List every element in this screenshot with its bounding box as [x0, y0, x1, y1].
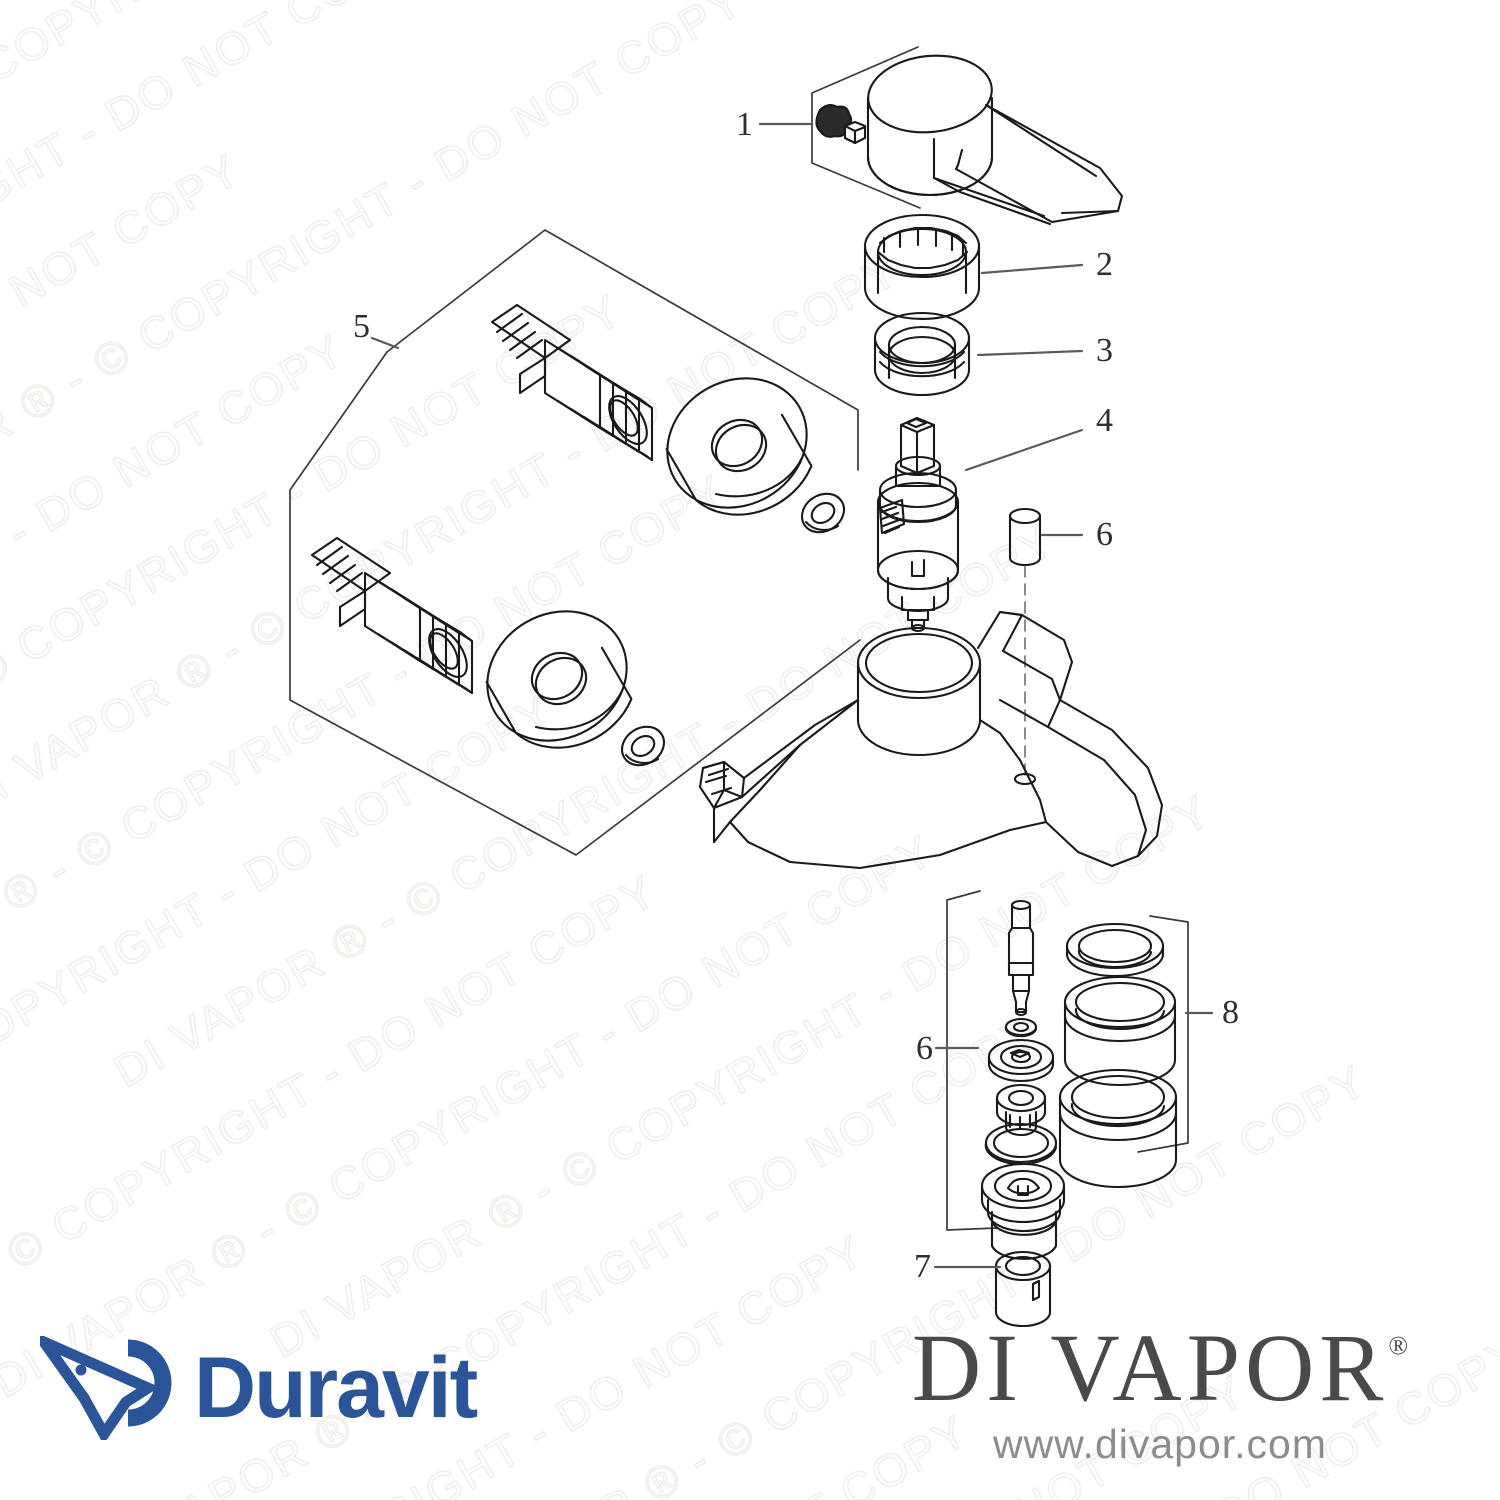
- part-6-upper-bush: [1008, 507, 1042, 567]
- leader-lines: [370, 122, 1214, 1269]
- part-5-inlet-connector-lower: [310, 536, 474, 695]
- part-5-bracket: [289, 229, 861, 856]
- callout-7-sleeve: 7: [914, 1248, 931, 1285]
- part-2-handle-collar: [863, 213, 981, 321]
- leader-2: [980, 263, 1084, 275]
- part-6-diverter-bracket: [946, 890, 998, 1231]
- registered-mark-icon: ®: [1388, 1331, 1409, 1360]
- part-7-sleeve: [994, 1250, 1052, 1328]
- leader-5: [370, 336, 400, 350]
- callout-2-handle-collar: 2: [1096, 246, 1113, 283]
- part-5-escutcheon-upper: [665, 377, 813, 516]
- duravit-bird-icon: [40, 1336, 172, 1440]
- part-8-bracket: [1137, 915, 1189, 1153]
- part-6-small-washer: [1004, 1017, 1038, 1038]
- callout-5-inlet-connectors-and-escutcheons: 5: [353, 308, 370, 345]
- faucet-body: [698, 610, 1164, 870]
- callout-1-grub-screw-and-plug: 1: [736, 106, 753, 143]
- divapor-wordmark-text: DI VAPOR: [911, 1314, 1389, 1421]
- part-6-o-ring-large: [984, 1122, 1058, 1166]
- callout-3-cover-ring: 3: [1096, 332, 1113, 369]
- callout-6-upper-o-ring: 6: [1096, 516, 1113, 553]
- leader-4: [964, 428, 1084, 472]
- part-8-bush-upper: [1063, 975, 1177, 1087]
- part-6-locating-hole: [1013, 772, 1037, 786]
- part-4-cartridge: [876, 416, 960, 633]
- part-5-escutcheon-lower: [485, 610, 633, 749]
- footer-logos: Duravit DI VAPOR® www.divapor.com: [0, 1310, 1500, 1500]
- callout-4-cartridge: 4: [1096, 402, 1113, 439]
- part-6-diverter-cartridge: [980, 1162, 1066, 1260]
- callout-8-seal-set: 8: [1222, 994, 1239, 1031]
- part-6-seal-disc: [987, 1038, 1055, 1083]
- leader-3: [976, 349, 1084, 357]
- part-1-bracket: [811, 46, 921, 209]
- divapor-wordmark: DI VAPOR®: [840, 1317, 1480, 1419]
- part-1-plug-icon: [843, 120, 867, 145]
- part-5-washer-upper: [800, 492, 846, 534]
- part-8-flat-seal: [1065, 922, 1165, 978]
- callout-6-diverter-kit: 6: [916, 1030, 933, 1067]
- part-6-diverter-stem: [1007, 899, 1035, 1017]
- duravit-logo: Duravit: [40, 1328, 660, 1448]
- part-5-inlet-connector-upper: [490, 303, 654, 462]
- part-3-cover-ring: [873, 311, 971, 397]
- part-5-washer-lower: [620, 725, 666, 767]
- part-6-valve-plug: [995, 1083, 1047, 1137]
- part-8-bush-lower: [1058, 1068, 1178, 1189]
- part-1-lever-handle: [866, 54, 1124, 226]
- divapor-logo: DI VAPOR® www.divapor.com: [840, 1317, 1480, 1468]
- divapor-url: www.divapor.com: [992, 1420, 1327, 1467]
- duravit-wordmark: Duravit: [194, 1339, 478, 1436]
